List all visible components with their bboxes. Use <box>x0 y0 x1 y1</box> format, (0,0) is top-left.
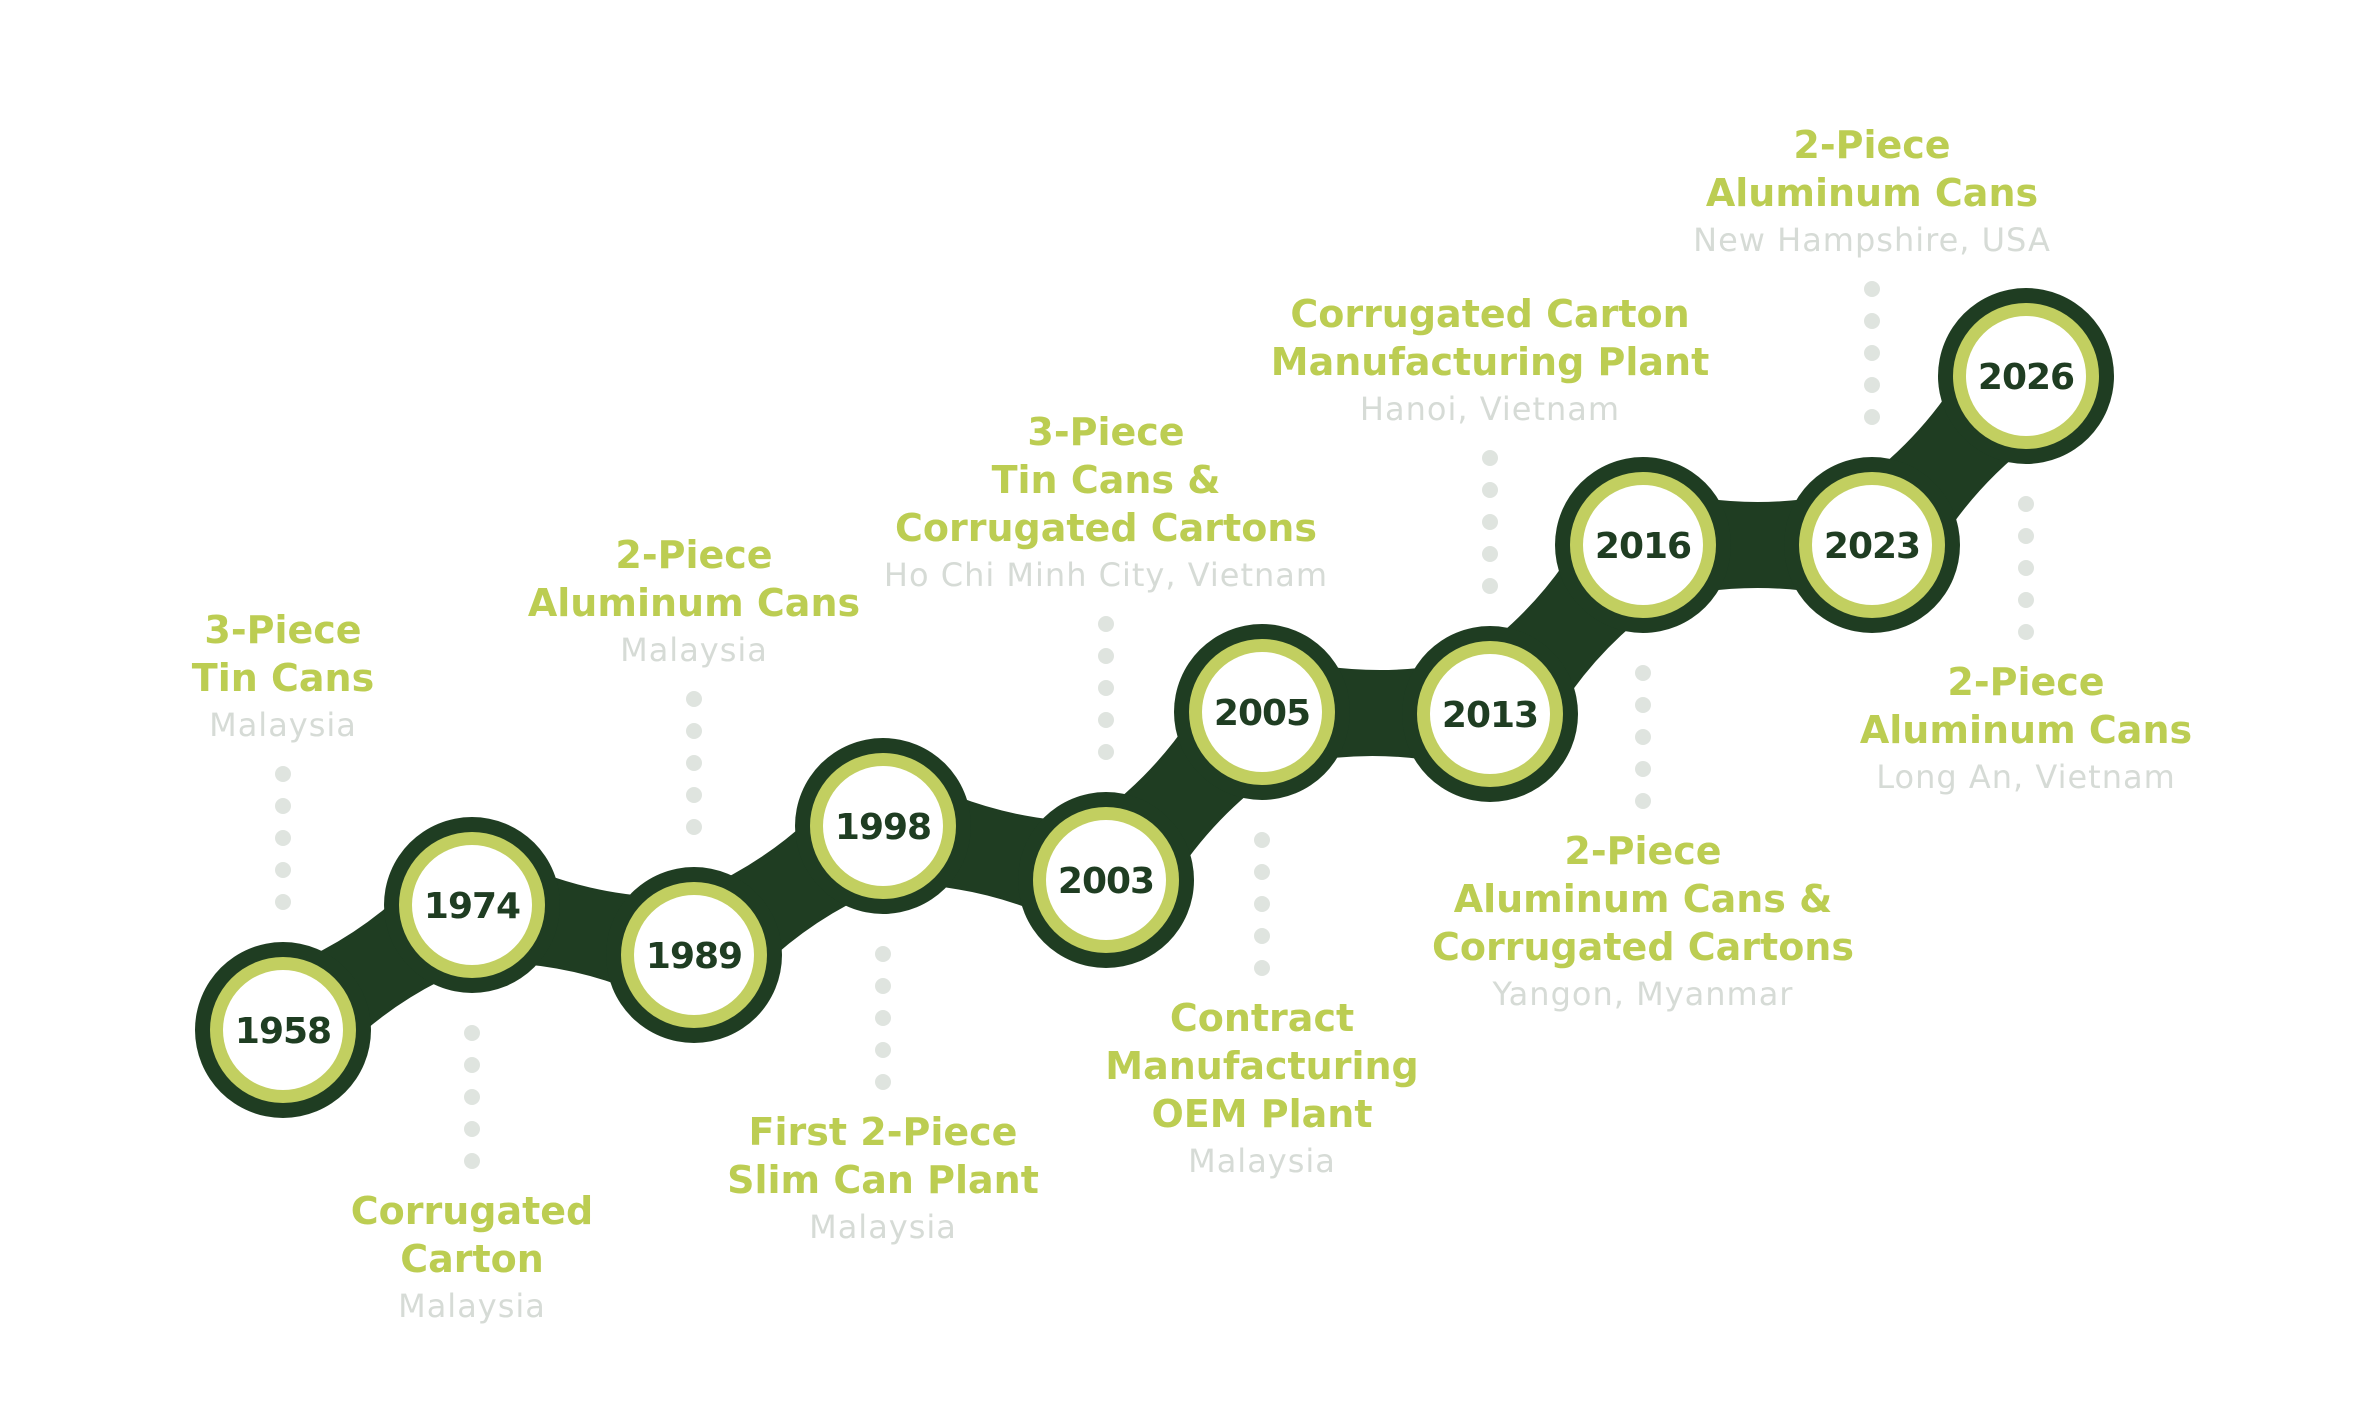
milestone-place: Malaysia <box>1188 1142 1336 1180</box>
milestone-node-2013: 2013 <box>1402 626 1578 802</box>
milestone-node-1958: 1958 <box>195 942 371 1118</box>
milestone-year: 2023 <box>1824 526 1920 567</box>
milestone-year: 2013 <box>1442 695 1538 736</box>
dotted-connector <box>686 691 702 835</box>
dotted-connector <box>1864 281 1880 425</box>
milestone-title-line: 3-Piece <box>204 608 362 652</box>
milestone-year: 1998 <box>835 807 931 848</box>
milestone-place: Yangon, Myanmar <box>1492 975 1794 1013</box>
milestone-node-2005: 2005 <box>1174 624 1350 800</box>
milestone-title-line: OEM Plant <box>1151 1092 1373 1136</box>
milestone-place: Malaysia <box>209 706 357 744</box>
milestone-place: Malaysia <box>398 1287 546 1325</box>
milestone-title-line: 2-Piece <box>615 533 773 577</box>
milestone-place: Malaysia <box>809 1208 957 1246</box>
milestone-title-line: Manufacturing Plant <box>1270 340 1710 384</box>
milestone-node-2023: 2023 <box>1784 457 1960 633</box>
milestone-title-line: Corrugated Carton <box>1290 292 1690 336</box>
milestone-title-line: Aluminum Cans & <box>1453 877 1833 921</box>
milestone-place: New Hampshire, USA <box>1693 221 2051 259</box>
milestone-year: 2026 <box>1978 357 2074 398</box>
milestone-title-line: Corrugated Cartons <box>895 506 1317 550</box>
milestone-year: 1958 <box>235 1011 331 1052</box>
milestone-title-line: Slim Can Plant <box>727 1158 1039 1202</box>
dotted-connector <box>1482 450 1498 594</box>
milestone-place: Hanoi, Vietnam <box>1359 390 1621 428</box>
milestone-title-line: Corrugated Cartons <box>1432 925 1854 969</box>
milestone-title-line: Contract <box>1169 996 1355 1040</box>
milestone-title-line: Manufacturing <box>1105 1044 1419 1088</box>
milestone-title-line: Aluminum Cans <box>527 581 861 625</box>
milestone-year: 2016 <box>1595 526 1691 567</box>
milestone-node-1974: 1974 <box>384 817 560 993</box>
milestone-node-2026: 2026 <box>1938 288 2114 464</box>
milestone-node-1998: 1998 <box>795 738 971 914</box>
milestone-title-line: Corrugated <box>350 1189 594 1233</box>
milestone-title-line: Aluminum Cans <box>1859 708 2193 752</box>
dotted-connector <box>2018 496 2034 640</box>
milestone-year: 1974 <box>424 886 520 927</box>
milestone-title-line: First 2-Piece <box>748 1110 1018 1154</box>
milestone-title-line: Tin Cans & <box>991 458 1221 502</box>
milestone-node-2003: 2003 <box>1018 792 1194 968</box>
dotted-connector <box>464 1025 480 1169</box>
dotted-connector <box>275 766 291 910</box>
dotted-connector <box>1098 616 1114 760</box>
milestone-node-2016: 2016 <box>1555 457 1731 633</box>
milestone-year: 2005 <box>1214 693 1310 734</box>
milestone-place: Ho Chi Minh City, Vietnam <box>883 556 1329 594</box>
milestone-title-line: 2-Piece <box>1793 123 1951 167</box>
milestone-title-line: Aluminum Cans <box>1705 171 2039 215</box>
dotted-connector <box>875 946 891 1090</box>
milestone-place: Long An, Vietnam <box>1876 758 2176 796</box>
milestone-year: 2003 <box>1058 861 1154 902</box>
milestone-title-line: 3-Piece <box>1027 410 1185 454</box>
dotted-connector <box>1254 832 1270 976</box>
milestone-year: 1989 <box>646 936 742 977</box>
milestone-place: Malaysia <box>620 631 768 669</box>
milestone-title-line: 2-Piece <box>1947 660 2105 704</box>
dotted-connector <box>1635 665 1651 809</box>
milestone-title-line: 2-Piece <box>1564 829 1722 873</box>
milestone-node-1989: 1989 <box>606 867 782 1043</box>
milestone-title-line: Carton <box>400 1237 544 1281</box>
milestone-title-line: Tin Cans <box>191 656 375 700</box>
